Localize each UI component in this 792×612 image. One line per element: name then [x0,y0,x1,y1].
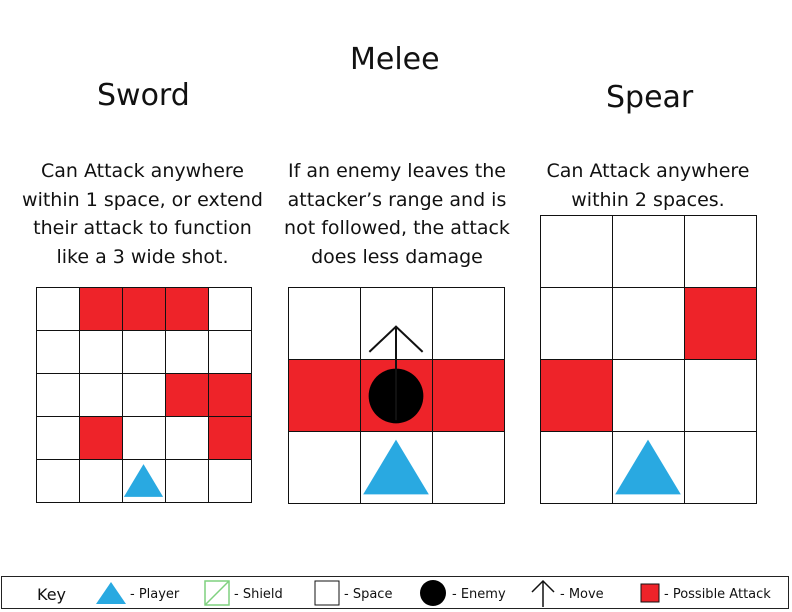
space-cell [685,432,757,504]
attack-cell [166,288,209,331]
spear-description: Can Attack anywhere within 2 spaces. [528,157,768,214]
sword-desc-line: their attack to function [33,217,252,239]
spear-title: Spear [606,80,694,115]
space-cell [685,216,757,288]
space-cell [685,360,757,432]
sword-grid [36,287,252,503]
space-cell [37,331,80,374]
space-square-icon [314,580,340,606]
space-cell [37,460,80,503]
follow-description: If an enemy leaves the attacker’s range … [272,157,522,271]
space-cell [80,374,123,417]
follow-desc-line: If an enemy leaves the [288,160,506,182]
key-title: Key [37,585,67,604]
legend-key: Key - Player - Shield - Space - Enemy - … [1,576,789,609]
page-heading: Melee [350,42,440,77]
space-cell [613,360,685,432]
attack-cell [685,288,757,360]
follow-desc-line: attacker’s range and is [287,188,507,211]
space-cell [433,432,505,504]
sword-desc-line: like a 3 wide shot. [56,245,229,268]
spear-desc-line: within 2 spaces. [571,188,725,211]
attack-cell [123,288,166,331]
player-triangle-icon [363,439,429,495]
key-enemy-label: - Enemy [452,587,506,602]
space-cell [80,460,123,503]
follow-desc-line: not followed, the attack [284,217,510,239]
player-triangle-icon [123,464,164,497]
sword-title: Sword [97,78,190,113]
space-cell [37,417,80,460]
enemy-circle-icon [420,580,446,606]
space-cell [166,460,209,503]
attack-cell [433,360,505,432]
space-cell [209,288,252,331]
space-cell [37,288,80,331]
move-arrow-head [368,325,424,353]
key-player-label: - Player [130,587,180,602]
space-cell [209,460,252,503]
space-cell [541,216,613,288]
space-cell [123,417,166,460]
space-cell [209,331,252,374]
space-cell [613,216,685,288]
attack-cell [541,360,613,432]
shield-square-icon [204,580,230,606]
sword-description: Can Attack anywhere within 1 space, or e… [10,157,275,271]
space-cell [289,432,361,504]
follow-desc-line: does less damage [311,245,483,268]
key-attack-label: - Possible Attack [664,587,771,602]
spear-desc-line: Can Attack anywhere [546,160,750,182]
space-cell [166,417,209,460]
key-shield-label: - Shield [234,587,283,602]
attack-cell [166,374,209,417]
space-cell [80,331,123,374]
space-cell [166,331,209,374]
spear-grid [540,215,757,504]
player-triangle-icon [96,582,126,604]
attack-cell [80,288,123,331]
attack-cell [209,417,252,460]
space-cell [289,288,361,360]
player-triangle-icon [615,439,681,495]
key-space-label: - Space [344,587,393,602]
space-cell [433,288,505,360]
key-move-label: - Move [560,587,604,602]
sword-desc-line: Can Attack anywhere [41,160,244,182]
space-cell [123,331,166,374]
space-cell [541,288,613,360]
sword-desc-line: within 1 space, or extend [22,188,263,211]
attack-cell [80,417,123,460]
space-cell [123,374,166,417]
space-cell [541,432,613,504]
space-cell [37,374,80,417]
attack-square-icon [640,583,660,603]
move-arrow-icon [531,579,555,607]
attack-cell [209,374,252,417]
attack-cell [289,360,361,432]
space-cell [613,288,685,360]
